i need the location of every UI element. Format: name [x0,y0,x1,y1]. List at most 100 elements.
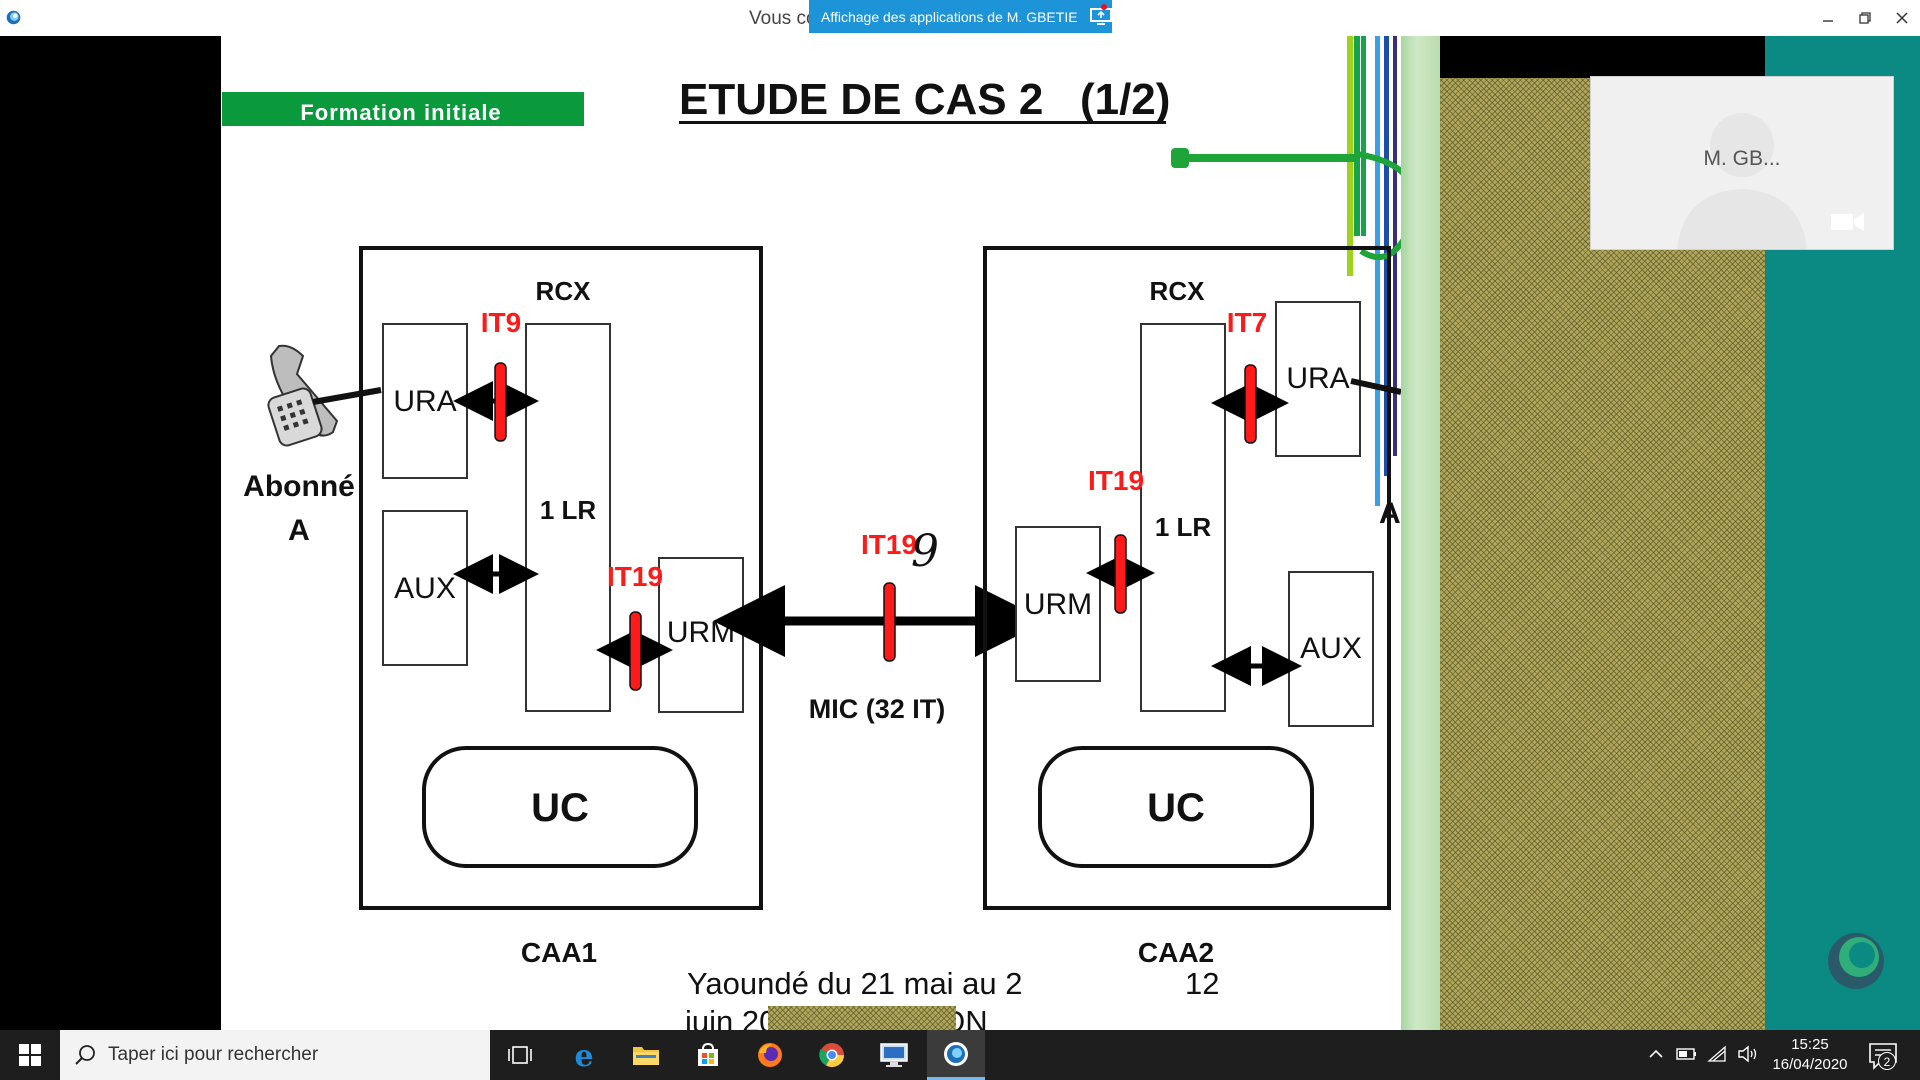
caa1-frame [359,246,763,910]
slide-footer-location: Yaoundé du 21 mai au 2 [687,966,1023,1001]
caa1-lr-label: 1 LR [540,495,597,525]
mic-it-label: IT19 [861,529,917,560]
caa2-aux-label: AUX [1300,632,1362,665]
clock-time: 15:25 [1791,1036,1829,1053]
slide-page-number: 12 [1185,966,1220,1001]
firefox-icon [758,1043,782,1067]
firefox-button[interactable] [741,1030,799,1080]
restore-button[interactable] [1847,0,1883,36]
caa1-ura-it-marker [494,362,507,442]
battery-icon[interactable] [1676,1045,1698,1063]
caa2-frame [983,246,1391,910]
store-icon [698,1042,718,1066]
caa1-ura-it-label: IT9 [481,307,521,338]
caa1-lr-box [525,323,611,712]
edge-browser-button[interactable]: e [555,1030,613,1080]
assistant-orb-icon[interactable] [1826,931,1886,991]
search-icon [75,1045,95,1065]
slide-side-decoration [1401,36,1440,1030]
network-diagram: Formation initiale ETUDE DE CAS 2 (1/2) [222,36,1401,968]
caa2-ura-label: URA [1286,362,1349,395]
task-view-button[interactable] [491,1030,549,1080]
caa1-urm-it-marker [629,611,642,691]
caa2-urm-label: URM [1024,588,1092,621]
mic-label: MIC (32 IT) [809,694,946,724]
header-badge-text: Formation initiale [300,100,501,125]
caa2-lr-label: 1 LR [1155,512,1212,542]
search-placeholder: Taper ici pour rechercher [108,1044,319,1065]
caa1-label: CAA1 [521,937,597,968]
subscriber-b-line [1350,378,1401,395]
mic-it-marker [883,582,896,662]
taskbar-clock[interactable]: 15:25 16/04/2020 [1760,1035,1860,1075]
volume-icon[interactable] [1737,1045,1759,1063]
caa2-label: CAA2 [1138,937,1214,968]
caa2-rcx-label: RCX [1150,276,1206,306]
caa2-ura-box [1275,301,1361,457]
header-badge [222,92,584,126]
meeting-app-button[interactable] [927,1030,985,1080]
window-title-bar: Vous co Affichage des applications de M.… [0,0,1920,36]
wifi-icon[interactable] [1707,1045,1729,1063]
close-icon [1896,12,1908,24]
start-button[interactable] [0,1030,60,1080]
screen-share-icon [1089,7,1112,25]
caa2-urm-box [1015,526,1101,682]
remote-desktop-icon [880,1043,908,1067]
chrome-icon [819,1043,844,1068]
mic-handwritten-note: 9 [911,526,939,577]
avatar-silhouette-icon [1677,113,1807,249]
subscriber-a-label: Abonné [243,470,355,503]
folder-icon [633,1047,659,1065]
caa1-uc-box [422,746,698,868]
caa1-rcx-label: RCX [536,276,592,306]
participant-name: M. GB... [1703,147,1781,170]
minimize-icon [1823,20,1833,22]
caa2-urm-it-label: IT19 [1088,465,1144,496]
chevron-up-icon[interactable] [1647,1045,1665,1063]
shared-screen-view: Formation initiale ETUDE DE CAS 2 (1/2) [0,36,1920,1030]
meeting-app-icon [944,1041,968,1066]
caa1-uc-label: UC [531,786,589,830]
taskbar: Taper ici pour rechercher e [0,1030,1920,1080]
clock-date: 16/04/2020 [1772,1056,1848,1073]
minimize-button[interactable] [1810,0,1846,36]
caa1-aux-label: AUX [394,572,456,605]
share-banner-label: Affichage des applications de M. GBETIE [821,8,1078,25]
presentation-slide: Formation initiale ETUDE DE CAS 2 (1/2) [221,36,1401,1030]
store-button[interactable] [679,1030,737,1080]
svg-text:e: e [574,1041,593,1069]
notification-count-badge: 2 [1878,1052,1896,1070]
windows-logo-icon [19,1044,41,1066]
chrome-button[interactable] [803,1030,861,1080]
caa2-uc-label: UC [1147,786,1205,830]
close-button[interactable] [1884,0,1920,36]
background-window-bar [1545,36,1765,78]
caa2-ura-it-marker [1244,364,1257,444]
remote-desktop-button[interactable] [865,1030,923,1080]
title-underline [679,121,1166,124]
video-camera-icon [1831,213,1864,231]
file-explorer-button[interactable] [617,1030,675,1080]
caa2-aux-box [1288,571,1374,727]
caa2-uc-box [1038,746,1314,868]
app-logo-icon [6,10,21,25]
slide-title: ETUDE DE CAS 2 (1/2) [679,75,1170,124]
window-title: Vous co [749,8,817,29]
caa2-urm-it-marker [1114,534,1127,614]
telephone-icon [267,344,382,447]
screen-share-banner[interactable]: Affichage des applications de M. GBETIE [809,0,1112,33]
caa2-ura-it-label: IT7 [1227,307,1267,338]
recording-dot [1101,4,1107,10]
decorative-cables [1171,36,1401,506]
caa1-ura-label: URA [393,385,456,418]
taskbar-search-box[interactable]: Taper ici pour rechercher [60,1030,490,1080]
caa1-urm-label: URM [667,616,735,649]
caa1-urm-it-label: IT19 [607,561,663,592]
edge-icon: e [574,1041,593,1069]
participant-video-tile[interactable]: M. GB... [1590,76,1894,250]
subscriber-a-letter: A [288,514,310,547]
restore-icon [1859,12,1871,24]
subscriber-b-label: Ab [1379,497,1401,530]
